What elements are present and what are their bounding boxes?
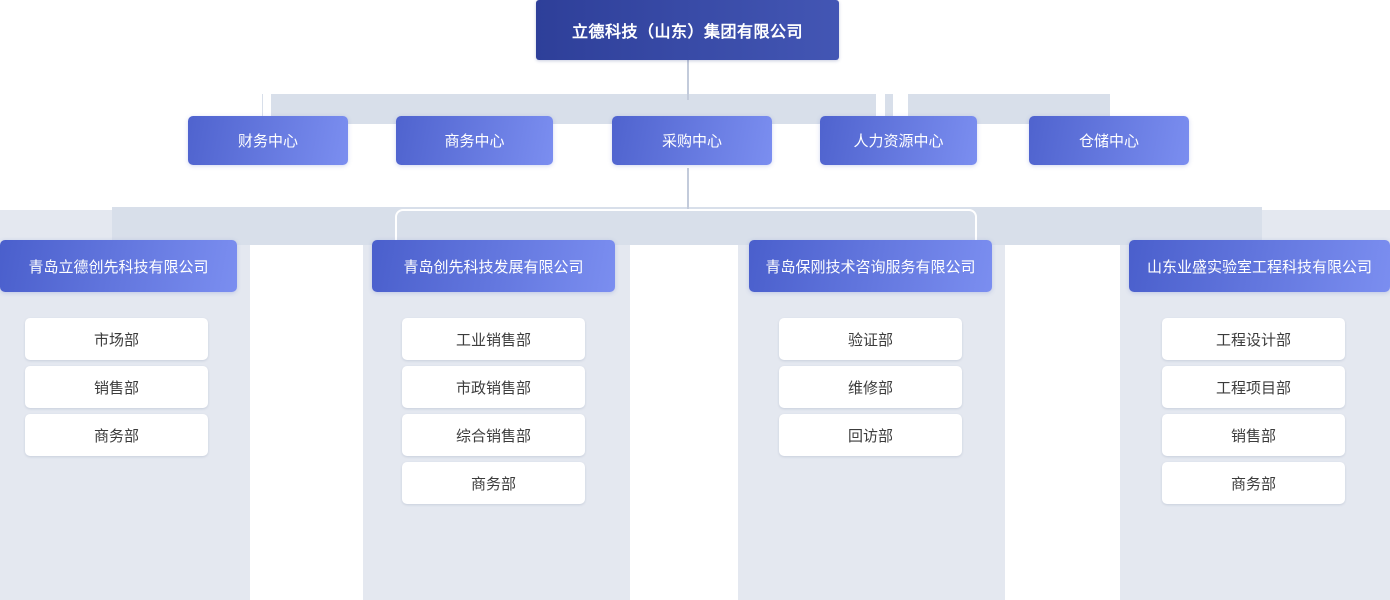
department-chip[interactable]: 工程项目部 bbox=[1162, 366, 1345, 408]
center-node-5[interactable]: 仓储中心 bbox=[1029, 116, 1189, 165]
band-notch bbox=[263, 94, 271, 124]
company-node-1[interactable]: 青岛立德创先科技有限公司 bbox=[0, 240, 237, 292]
department-chip[interactable]: 销售部 bbox=[1162, 414, 1345, 456]
department-chip[interactable]: 验证部 bbox=[779, 318, 962, 360]
connector-elbow-left bbox=[395, 209, 977, 247]
department-chip[interactable]: 商务部 bbox=[402, 462, 585, 504]
connector-stem-middle bbox=[687, 168, 689, 210]
center-node-4[interactable]: 人力资源中心 bbox=[820, 116, 977, 165]
center-node-1[interactable]: 财务中心 bbox=[188, 116, 348, 165]
company-node-4[interactable]: 山东业盛实验室工程科技有限公司 bbox=[1129, 240, 1390, 292]
band-notch-a bbox=[876, 94, 885, 124]
root-node[interactable]: 立德科技（山东）集团有限公司 bbox=[536, 0, 839, 60]
department-chip[interactable]: 销售部 bbox=[25, 366, 208, 408]
department-chip[interactable]: 市政销售部 bbox=[402, 366, 585, 408]
department-chip[interactable]: 商务部 bbox=[25, 414, 208, 456]
department-chip[interactable]: 工业销售部 bbox=[402, 318, 585, 360]
department-chip[interactable]: 市场部 bbox=[25, 318, 208, 360]
company-node-3[interactable]: 青岛保刚技术咨询服务有限公司 bbox=[749, 240, 992, 292]
center-node-3[interactable]: 采购中心 bbox=[612, 116, 772, 165]
department-chip[interactable]: 回访部 bbox=[779, 414, 962, 456]
center-node-2[interactable]: 商务中心 bbox=[396, 116, 553, 165]
department-chip[interactable]: 商务部 bbox=[1162, 462, 1345, 504]
department-chip[interactable]: 维修部 bbox=[779, 366, 962, 408]
connector-stem-root bbox=[687, 60, 689, 100]
company-node-2[interactable]: 青岛创先科技发展有限公司 bbox=[372, 240, 615, 292]
department-chip[interactable]: 工程设计部 bbox=[1162, 318, 1345, 360]
department-chip[interactable]: 综合销售部 bbox=[402, 414, 585, 456]
connector-band-level3 bbox=[112, 207, 1262, 245]
